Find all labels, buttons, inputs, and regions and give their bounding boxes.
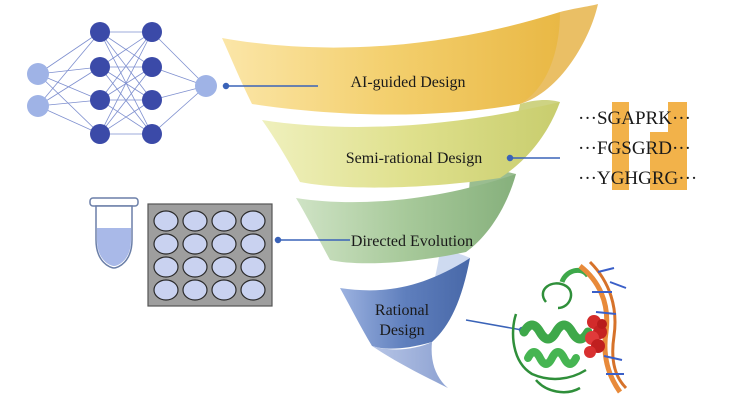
well-1-3 <box>240 233 266 255</box>
well-0-3 <box>240 210 266 232</box>
funnel-stage-directed-evolution <box>296 174 516 264</box>
funnel: AI-guided Design Semi-rational Design Di… <box>222 4 598 388</box>
network-node-0-1 <box>27 95 49 117</box>
network-node-3-0 <box>195 75 217 97</box>
sequence-row-3: ···YGHGRG··· <box>578 168 697 189</box>
well-3-1 <box>182 279 208 301</box>
well-3-2 <box>211 279 237 301</box>
funnel-stage-semi-rational <box>262 102 560 188</box>
network-edges <box>37 31 207 135</box>
test-tube-icon <box>89 197 139 269</box>
highlight-col-r1 <box>668 102 687 132</box>
funnel-stage-ai-guided <box>222 12 560 115</box>
sequence-row-1: ···SGAPRK··· <box>578 108 691 129</box>
network-node-2-0 <box>142 22 162 42</box>
network-node-0-0 <box>27 63 49 85</box>
stage-label-semi-rational: Semi-rational Design <box>346 150 482 167</box>
well-2-1 <box>182 256 208 278</box>
protein-structure-icon <box>511 260 628 394</box>
funnel-stage-rational <box>340 258 470 349</box>
stage-label-rational: Rational <box>375 302 430 319</box>
well-2-2 <box>211 256 237 278</box>
well-1-2 <box>211 233 237 255</box>
well-2-3 <box>240 256 266 278</box>
network-node-1-3 <box>90 124 110 144</box>
well-3-0 <box>153 279 179 301</box>
well-1-1 <box>182 233 208 255</box>
highlight-col-g <box>612 102 629 190</box>
well-0-1 <box>182 210 208 232</box>
well-3-3 <box>240 279 266 301</box>
network-node-1-0 <box>90 22 110 42</box>
stage-label-design: Design <box>379 322 424 339</box>
stage-label-directed-evolution: Directed Evolution <box>351 233 473 250</box>
network-node-1-1 <box>90 57 110 77</box>
funnel-tail <box>372 342 448 388</box>
highlight-col-gr <box>650 132 687 190</box>
network-node-1-2 <box>90 90 110 110</box>
network-node-2-3 <box>142 124 162 144</box>
well-1-0 <box>153 233 179 255</box>
network-node-2-2 <box>142 90 162 110</box>
network-node-2-1 <box>142 57 162 77</box>
well-plate-icon <box>147 203 273 307</box>
sequence-row-2: ···FGSGRD··· <box>578 138 691 159</box>
well-0-0 <box>153 210 179 232</box>
sequence-alignment: ···SGAPRK··· ···FGSGRD··· ···YGHGRG··· <box>578 102 697 190</box>
well-2-0 <box>153 256 179 278</box>
neural-network-icon <box>27 22 217 144</box>
well-0-2 <box>211 210 237 232</box>
stage-label-ai-guided: AI-guided Design <box>350 74 465 91</box>
